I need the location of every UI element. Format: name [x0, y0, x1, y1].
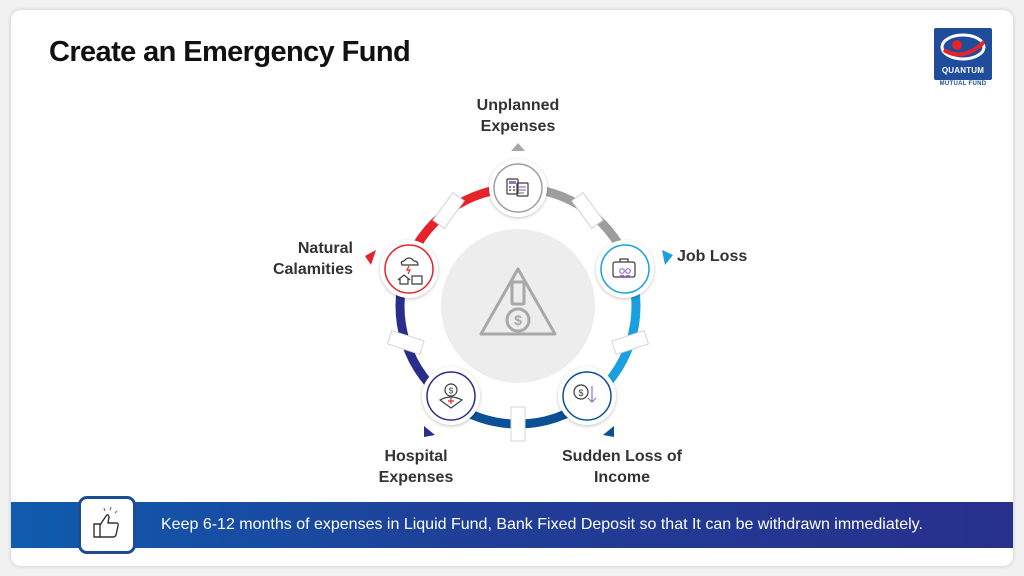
label-sudden-loss-line-1: Sudden Loss of [562, 448, 682, 465]
label-natural-line-2: Calamities [272, 261, 353, 278]
quantum-logo: QUANTUM MUTUAL FUND [934, 28, 992, 92]
tip-text: Keep 6-12 months of expenses in Liquid F… [161, 516, 923, 533]
page-title: Create an Emergency Fund [49, 36, 411, 68]
pointer-hospital [424, 426, 435, 437]
pointer-triangles [365, 143, 673, 437]
center-circle [441, 229, 595, 383]
pointer-natural [365, 250, 376, 265]
pointer-sudden-loss [603, 426, 614, 437]
label-sudden-loss-line-2: Income [593, 469, 650, 486]
emergency-fund-diagram: $ [365, 143, 673, 442]
label-job-loss: Job Loss [677, 246, 767, 267]
node-hospital: $ [422, 367, 480, 425]
label-natural: Natural Calamities [253, 238, 353, 280]
logo-sub: MUTUAL FUND [939, 81, 987, 87]
separator-1 [571, 191, 604, 230]
label-natural-line-1: Natural [297, 240, 353, 257]
pointer-unplanned [511, 143, 525, 151]
separator-5 [432, 191, 465, 230]
storm-house-icon [397, 257, 423, 285]
hospital-coin-icon: $ [438, 383, 464, 409]
label-unplanned-line-2: Expenses [480, 118, 556, 135]
node-job-loss [596, 240, 654, 298]
thumbs-up-badge [78, 496, 136, 554]
logo-box: QUANTUM [934, 28, 992, 80]
tip-banner: Keep 6-12 months of expenses in Liquid F… [11, 502, 1013, 548]
logo-mark-icon [940, 33, 986, 61]
svg-text:$: $ [514, 312, 522, 328]
label-unplanned-line-1: Unplanned [476, 97, 560, 114]
ring-separators [386, 191, 650, 442]
separator-4 [386, 329, 425, 356]
node-sudden-loss: $ [558, 367, 616, 425]
svg-text:$: $ [449, 387, 454, 396]
label-hospital-line-1: Hospital [384, 448, 448, 465]
pointer-job-loss [662, 250, 673, 265]
coin-down-arrow-icon: $ [573, 384, 597, 403]
node-natural [380, 240, 438, 298]
warning-dollar-icon: $ [479, 267, 557, 336]
separator-2 [611, 329, 650, 356]
label-hospital-line-2: Expenses [378, 469, 454, 486]
node-unplanned [489, 159, 547, 217]
label-sudden-loss: Sudden Loss of Income [557, 446, 687, 488]
svg-text:$: $ [578, 388, 583, 398]
slide: Create an Emergency Fund QUANTUM MUTUAL … [11, 10, 1013, 566]
separator-3 [510, 406, 526, 442]
logo-brand: QUANTUM [941, 66, 985, 75]
label-job-loss-line-1: Job Loss [677, 248, 748, 265]
label-unplanned: Unplanned Expenses [458, 95, 578, 137]
briefcase-people-icon [612, 258, 636, 279]
thumbs-up-icon [93, 506, 119, 538]
calculator-bill-icon [506, 178, 529, 197]
label-hospital: Hospital Expenses [366, 446, 466, 488]
